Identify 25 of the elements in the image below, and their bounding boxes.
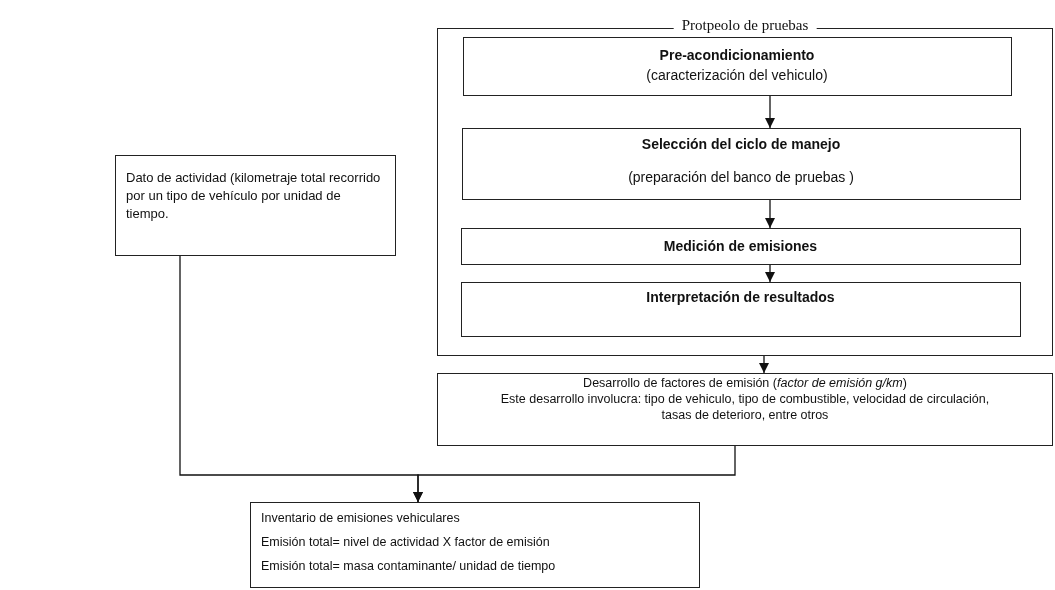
process-box: [460, 281, 1021, 337]
box-subtext: (preparación del banco de pruebas ): [627, 167, 855, 187]
arrow: [765, 95, 775, 129]
box-heading: Inventario de emisiones vehiculares: [261, 510, 461, 527]
arrow: [765, 199, 775, 229]
box-heading: Desarrollo de factores de emisión (factor de emisión g/km): [582, 375, 908, 391]
box-heading: Selección del ciclo de manejo: [640, 134, 842, 154]
group-title: Protpeolo de pruebas: [673, 17, 817, 33]
box-text: Dato de actividad (kilometraje total recorrido por un tipo de vehículo por unidad de tiempo.: [126, 169, 382, 223]
arrow: [413, 445, 736, 503]
formula-text: Emisión total= nivel de actividad X factor de emisión: [261, 534, 551, 551]
box-subtext: (caracterización del vehiculo): [645, 65, 829, 85]
formula-text: Emisión total= masa contaminante/ unidad de tiempo: [261, 558, 557, 575]
process-box: [250, 502, 700, 588]
arrow: [759, 355, 769, 374]
box-heading: Medición de emisiones: [662, 236, 819, 256]
process-box: [460, 227, 1021, 265]
box-heading: Interpretación de resultados: [645, 287, 836, 307]
arrow: [765, 264, 775, 283]
process-box: [461, 127, 1021, 200]
box-heading: Pre-acondicionamiento: [658, 45, 816, 65]
process-box: [462, 36, 1012, 96]
box-text: Este desarrollo involucra: tipo de vehiculo, tipo de combustible, velocidad de circulación, tasas de deterioro, entre otros: [499, 391, 991, 423]
process-box: [115, 155, 396, 256]
process-box: [437, 373, 1053, 446]
